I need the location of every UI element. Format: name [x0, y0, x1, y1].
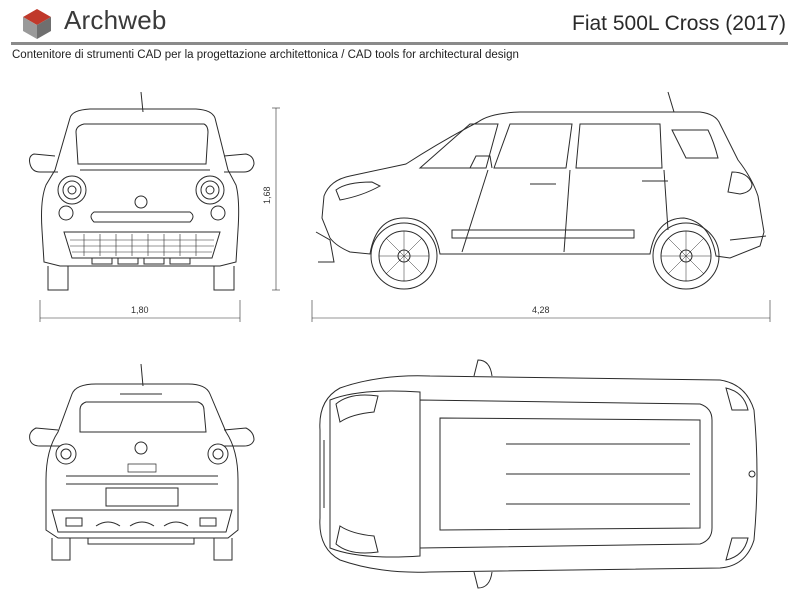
- page-title: Fiat 500L Cross (2017): [572, 12, 786, 35]
- top-view: [319, 359, 758, 589]
- front-view: [29, 91, 255, 291]
- subtitle: Contenitore di strumenti CAD per la prog…: [12, 49, 519, 61]
- header-rule: [11, 42, 788, 45]
- length-dimension: [311, 300, 771, 322]
- length-label: 4,28: [532, 305, 550, 315]
- cube-logo-icon: [23, 9, 51, 39]
- header: Archweb Fiat 500L Cross (2017): [0, 0, 800, 44]
- front-width-label: 1,80: [131, 305, 149, 315]
- height-label: 1,68: [262, 186, 272, 204]
- rear-view: [29, 363, 255, 561]
- side-view: [315, 91, 767, 290]
- brand-name[interactable]: Archweb: [64, 5, 167, 35]
- height-dimension: [272, 107, 280, 291]
- front-width-dimension: [39, 300, 241, 322]
